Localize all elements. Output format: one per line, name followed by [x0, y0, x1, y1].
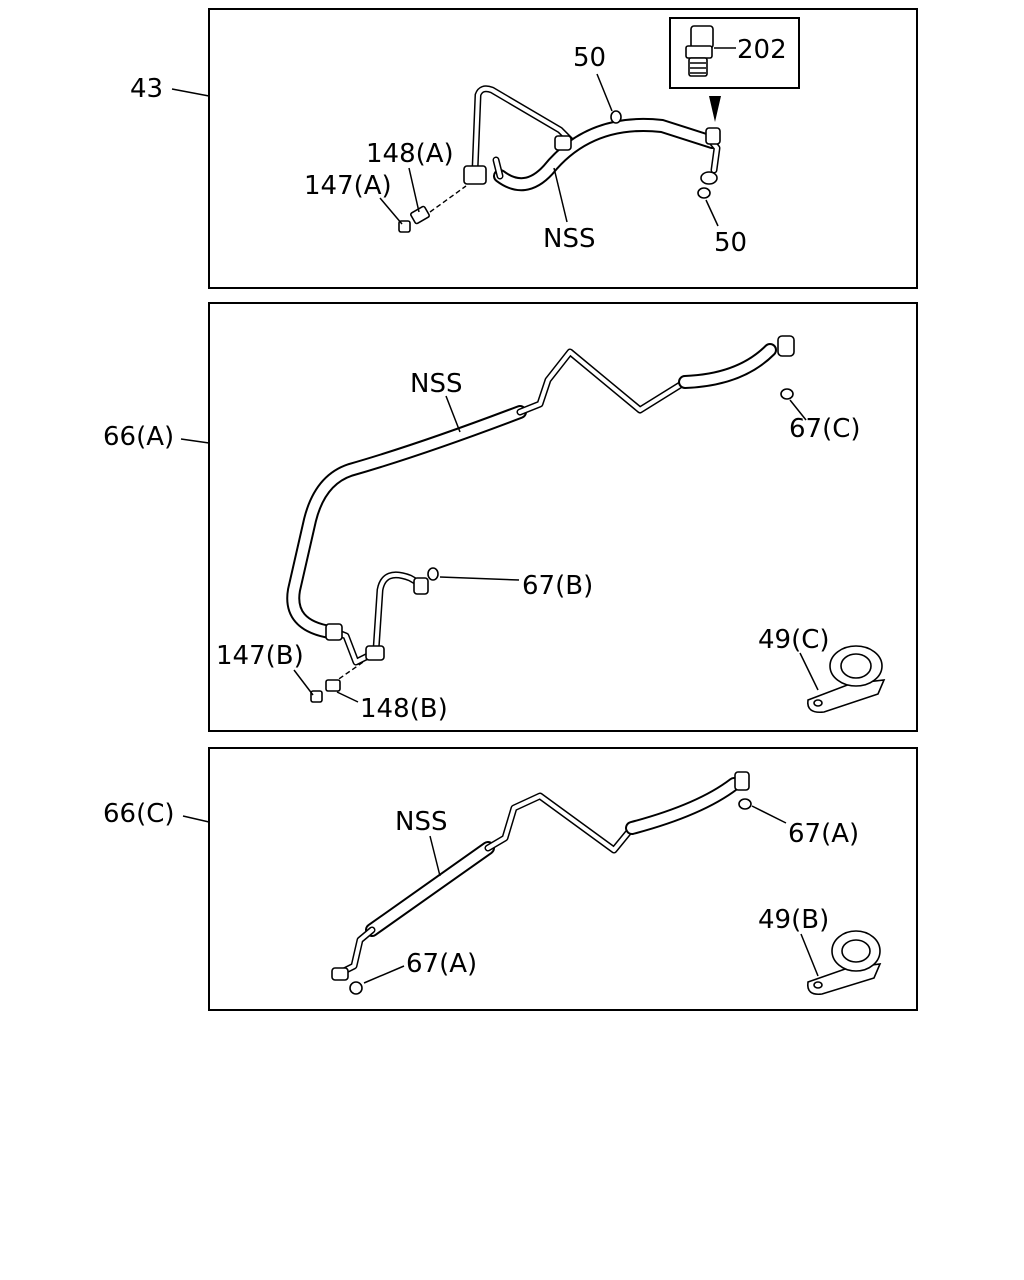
oring-b-callout: 67(B): [522, 571, 593, 601]
oring-top-icon: [610, 110, 622, 124]
oring-a-top-callout: 67(A): [788, 819, 859, 849]
fitting-callout: 148(A): [366, 139, 454, 169]
oring-top-callout: 50: [573, 43, 606, 73]
oring-bottom-callout: 50: [714, 228, 747, 258]
cap-callout: 147(B): [216, 641, 304, 671]
oring-bottom-icon: [697, 187, 711, 199]
panel-66a-ref-label: 66(A): [103, 422, 174, 452]
nss-callout: NSS: [543, 224, 595, 254]
clamp-callout: 49(B): [758, 905, 829, 935]
service-fitting-icon: [325, 679, 341, 692]
nss-callout: NSS: [410, 369, 462, 399]
panel-66c-frame: [208, 747, 918, 1011]
cap-callout: 147(A): [304, 171, 392, 201]
service-cap-icon: [310, 690, 323, 703]
oring-c-icon: [780, 388, 794, 400]
panel-66a-frame: [208, 302, 918, 732]
panel-66a: 66(A) NSS: [103, 302, 918, 732]
panel-43: 43 202: [130, 8, 918, 289]
nss-callout: NSS: [395, 807, 447, 837]
panel-66c: 66(C) NSS 67(A) 67(A) 49(B): [103, 747, 918, 1011]
pressure-switch-icon: [685, 25, 714, 77]
panel-43-ref-label: 43: [130, 74, 163, 104]
pressure-switch-inset: 202: [669, 17, 800, 89]
clamp-icon: [807, 645, 886, 714]
switch-callout: 202: [737, 35, 787, 65]
mount-arrow-icon: [709, 96, 721, 122]
oring-c-callout: 67(C): [789, 414, 861, 444]
clamp-icon: [806, 930, 882, 996]
panel-66c-ref-label: 66(C): [103, 799, 175, 829]
oring-b-icon: [427, 567, 439, 581]
oring-a-bottom-icon: [349, 981, 363, 995]
fitting-callout: 148(B): [360, 694, 448, 724]
oring-a-bottom-callout: 67(A): [406, 949, 477, 979]
oring-a-top-icon: [738, 798, 752, 810]
panel-43-frame: [208, 8, 918, 289]
service-fitting-icon: [410, 205, 430, 225]
clamp-callout: 49(C): [758, 625, 830, 655]
